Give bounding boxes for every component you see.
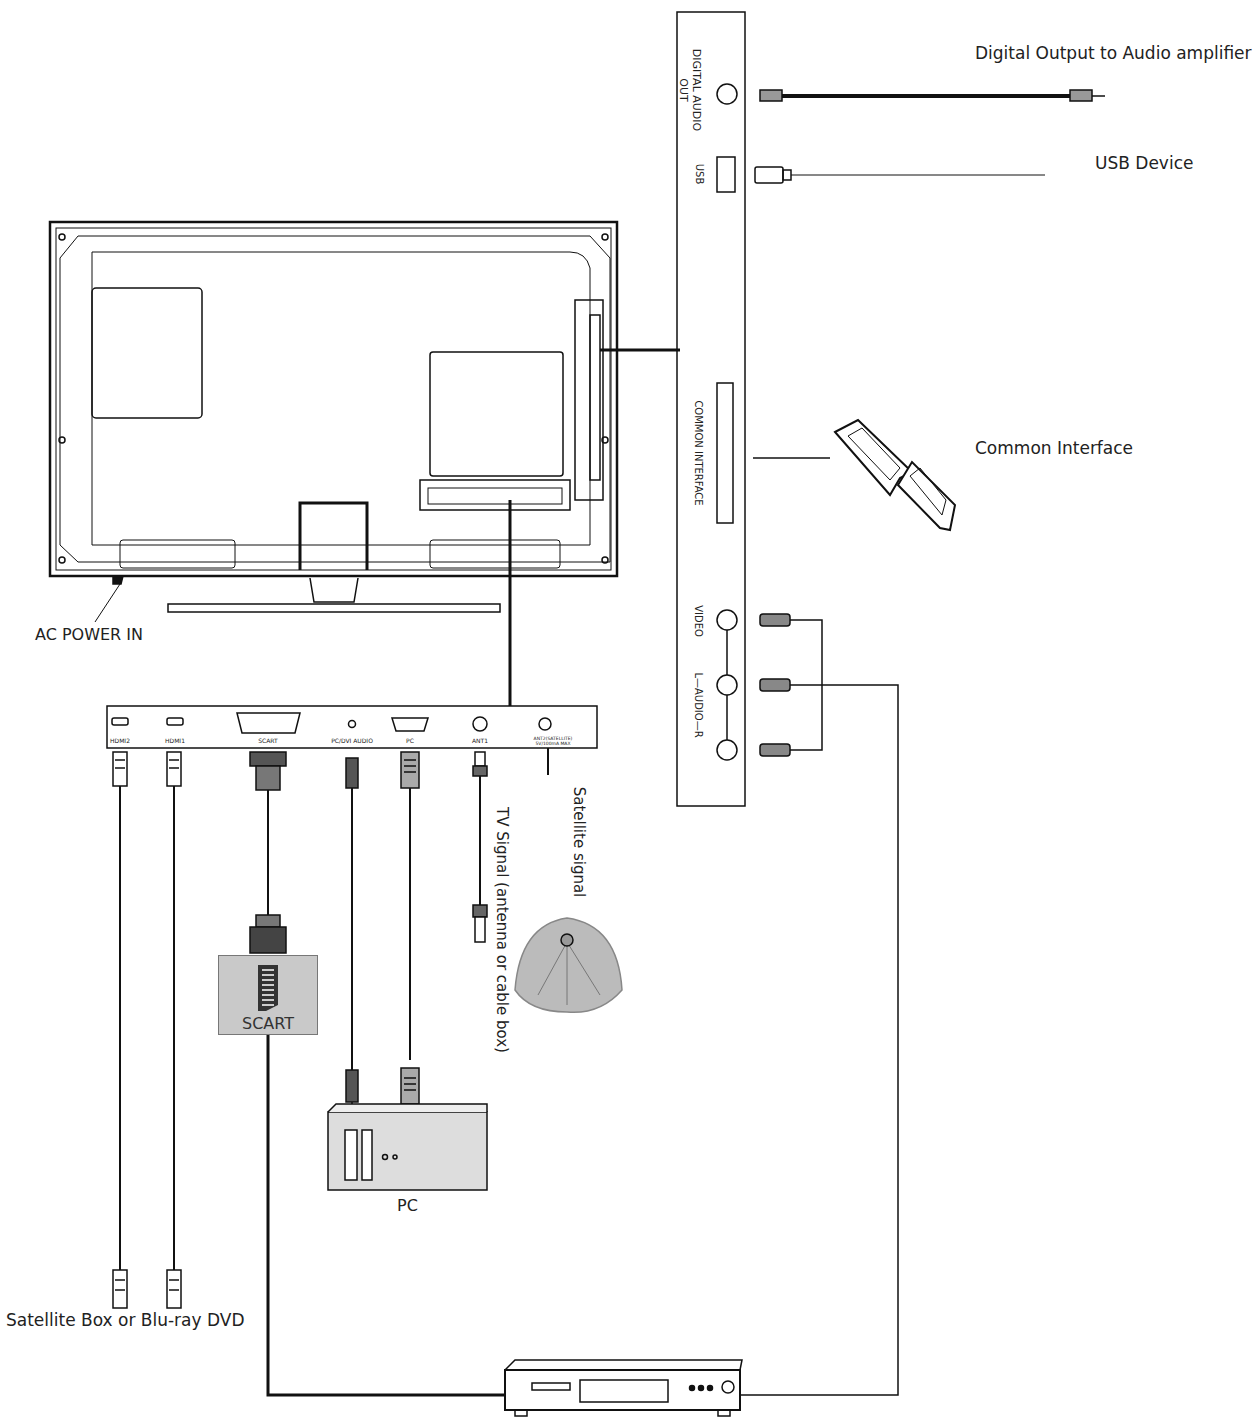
tv-back xyxy=(50,222,617,622)
device-label: SCART xyxy=(219,1014,317,1033)
hdmi-cables xyxy=(113,752,181,1308)
port-label: ANT1 xyxy=(472,738,488,744)
dvd-player xyxy=(505,1360,742,1416)
side-port-panel xyxy=(677,12,745,806)
port-label: HDMI2 xyxy=(110,738,130,744)
port-label: L—AUDIO—R xyxy=(692,672,704,737)
port-label: HDMI1 xyxy=(165,738,185,744)
callout-label: Satellite Box or Blu-ray DVD xyxy=(6,1311,245,1331)
satellite-dish xyxy=(515,748,622,1012)
pc-tower xyxy=(328,1104,487,1190)
scart-adapter: SCART xyxy=(218,955,318,1035)
pc-cables xyxy=(346,752,419,1110)
optical-cable xyxy=(760,90,1105,101)
callout-label: Common Interface xyxy=(975,439,1133,459)
antenna-cable xyxy=(473,752,487,942)
usb-plug xyxy=(755,167,1045,183)
device-label: PC xyxy=(328,1196,487,1215)
callout-label: USB Device xyxy=(1095,154,1193,174)
rca-plugs xyxy=(740,614,898,1395)
port-label: SCART xyxy=(258,738,278,744)
callout-label: Satellite signal xyxy=(569,787,586,898)
ci-card xyxy=(753,420,955,530)
callout-label: TV Signal (antenna or cable box) xyxy=(492,807,509,1053)
port-label: USB xyxy=(693,164,705,185)
pc-box: PC xyxy=(328,1112,487,1190)
port-label: ANT2(SATELLITE) 5V/100mA MAX xyxy=(531,737,575,746)
callout-label: Digital Output to Audio amplifier xyxy=(975,44,1252,64)
bottom-port-panel xyxy=(107,706,597,748)
port-label: PC/DVI AUDIO xyxy=(331,738,373,744)
port-label: DIGITAL AUDIO OUT xyxy=(676,40,701,140)
callout-label: AC POWER IN xyxy=(35,626,143,644)
port-label: PC xyxy=(406,738,414,744)
port-label: COMMON INTERFACE xyxy=(692,400,704,505)
scart-cable xyxy=(250,752,505,1395)
port-label: VIDEO xyxy=(692,605,704,637)
